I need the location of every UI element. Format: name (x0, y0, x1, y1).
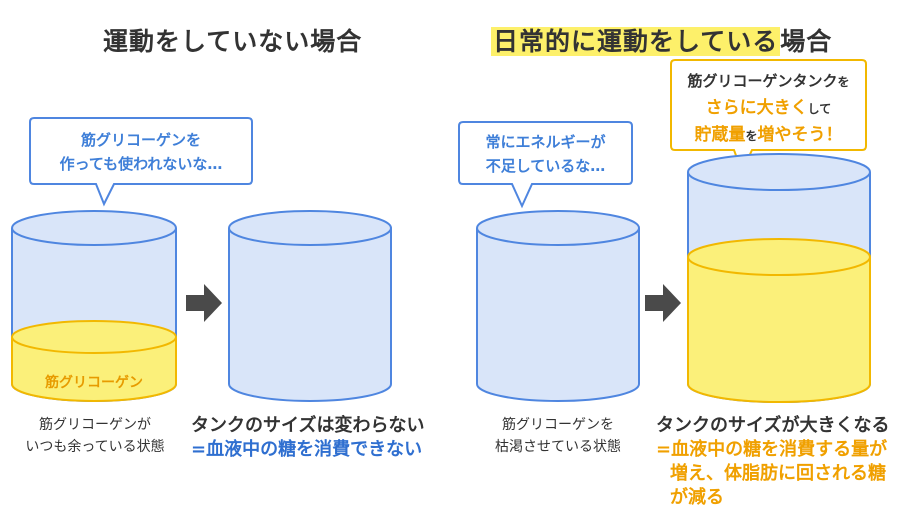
right-large-bubble-line3-a: 貯蔵量 (694, 125, 746, 145)
right-result-line3: 増え、体脂肪に回される糖 (670, 463, 886, 484)
left-title: 運動をしていない場合 (103, 27, 363, 56)
left-caption-line2: いつも余っている状態 (25, 439, 165, 455)
right-small-bubble-line1: 常にエネルギーが (485, 133, 606, 151)
right-small-bubble-text: 常にエネルギーが 不足しているな… (459, 130, 632, 178)
right-result: タンクのサイズが大きくなる =血液中の糖を消費する量が 増え、体脂肪に回される糖… (656, 414, 889, 510)
right-large-bubble-line2-a: さらに大きく (705, 98, 808, 118)
left-speech-bubble (29, 117, 253, 207)
right-large-bubble-line1-a: 筋グリコーゲンタンク (687, 72, 838, 90)
right-arrow-icon (645, 284, 681, 322)
left-caption: 筋グリコーゲンが いつも余っている状態 (0, 414, 190, 458)
right-title-rest: 場合 (780, 27, 833, 56)
right-caption-line2: 枯渇させている状態 (495, 439, 621, 455)
right-caption: 筋グリコーゲンを 枯渇させている状態 (463, 414, 653, 458)
right-small-bubble-line2: 不足しているな… (485, 157, 606, 175)
left-tank-empty (228, 210, 392, 402)
left-tank-with-glycogen (11, 210, 177, 402)
right-large-bubble-line3-b: を (745, 129, 758, 143)
glycogen-liquid-left (11, 337, 177, 402)
left-bubble-line1: 筋グリコーゲンを (80, 131, 201, 149)
right-result-line4: が減る (670, 487, 724, 508)
left-tank-label: 筋グリコーゲン (45, 375, 143, 391)
left-bubble-text: 筋グリコーゲンを 作っても使われないな… (30, 128, 252, 176)
left-result-line2: =血液中の糖を消費できない (191, 439, 423, 460)
right-tank-empty (476, 210, 640, 402)
right-result-line2: =血液中の糖を消費する量が (656, 439, 888, 460)
right-large-bubble-line2-b: して (807, 102, 832, 116)
right-large-bubble-line3: 貯蔵量を増やそう！ (671, 122, 866, 149)
left-caption-line1: 筋グリコーゲンが (39, 417, 151, 433)
right-large-bubble-line2: さらに大きくして (671, 95, 866, 122)
glycogen-liquid-right (687, 257, 871, 403)
right-large-bubble-text: 筋グリコーゲンタンクを さらに大きくして 貯蔵量を増やそう！ (671, 68, 866, 149)
right-small-speech-bubble (458, 121, 633, 209)
right-title-highlight: 日常的に運動をしている (491, 27, 781, 56)
right-tank-large-filled (687, 153, 871, 403)
right-result-line1: タンクのサイズが大きくなる (656, 415, 890, 436)
left-result-line1: タンクのサイズは変わらない (191, 415, 425, 436)
right-large-bubble-line3-c: 増やそう！ (757, 125, 843, 145)
right-large-bubble-line1: 筋グリコーゲンタンクを (671, 68, 866, 95)
left-bubble-line2: 作っても使われないな… (59, 155, 223, 173)
right-title: 日常的に運動をしている場合 (491, 22, 832, 58)
left-result: タンクのサイズは変わらない =血液中の糖を消費できない (191, 414, 424, 462)
left-arrow-icon (186, 284, 222, 322)
right-caption-line1: 筋グリコーゲンを (502, 417, 614, 433)
right-large-bubble-line1-b: を (837, 75, 850, 89)
